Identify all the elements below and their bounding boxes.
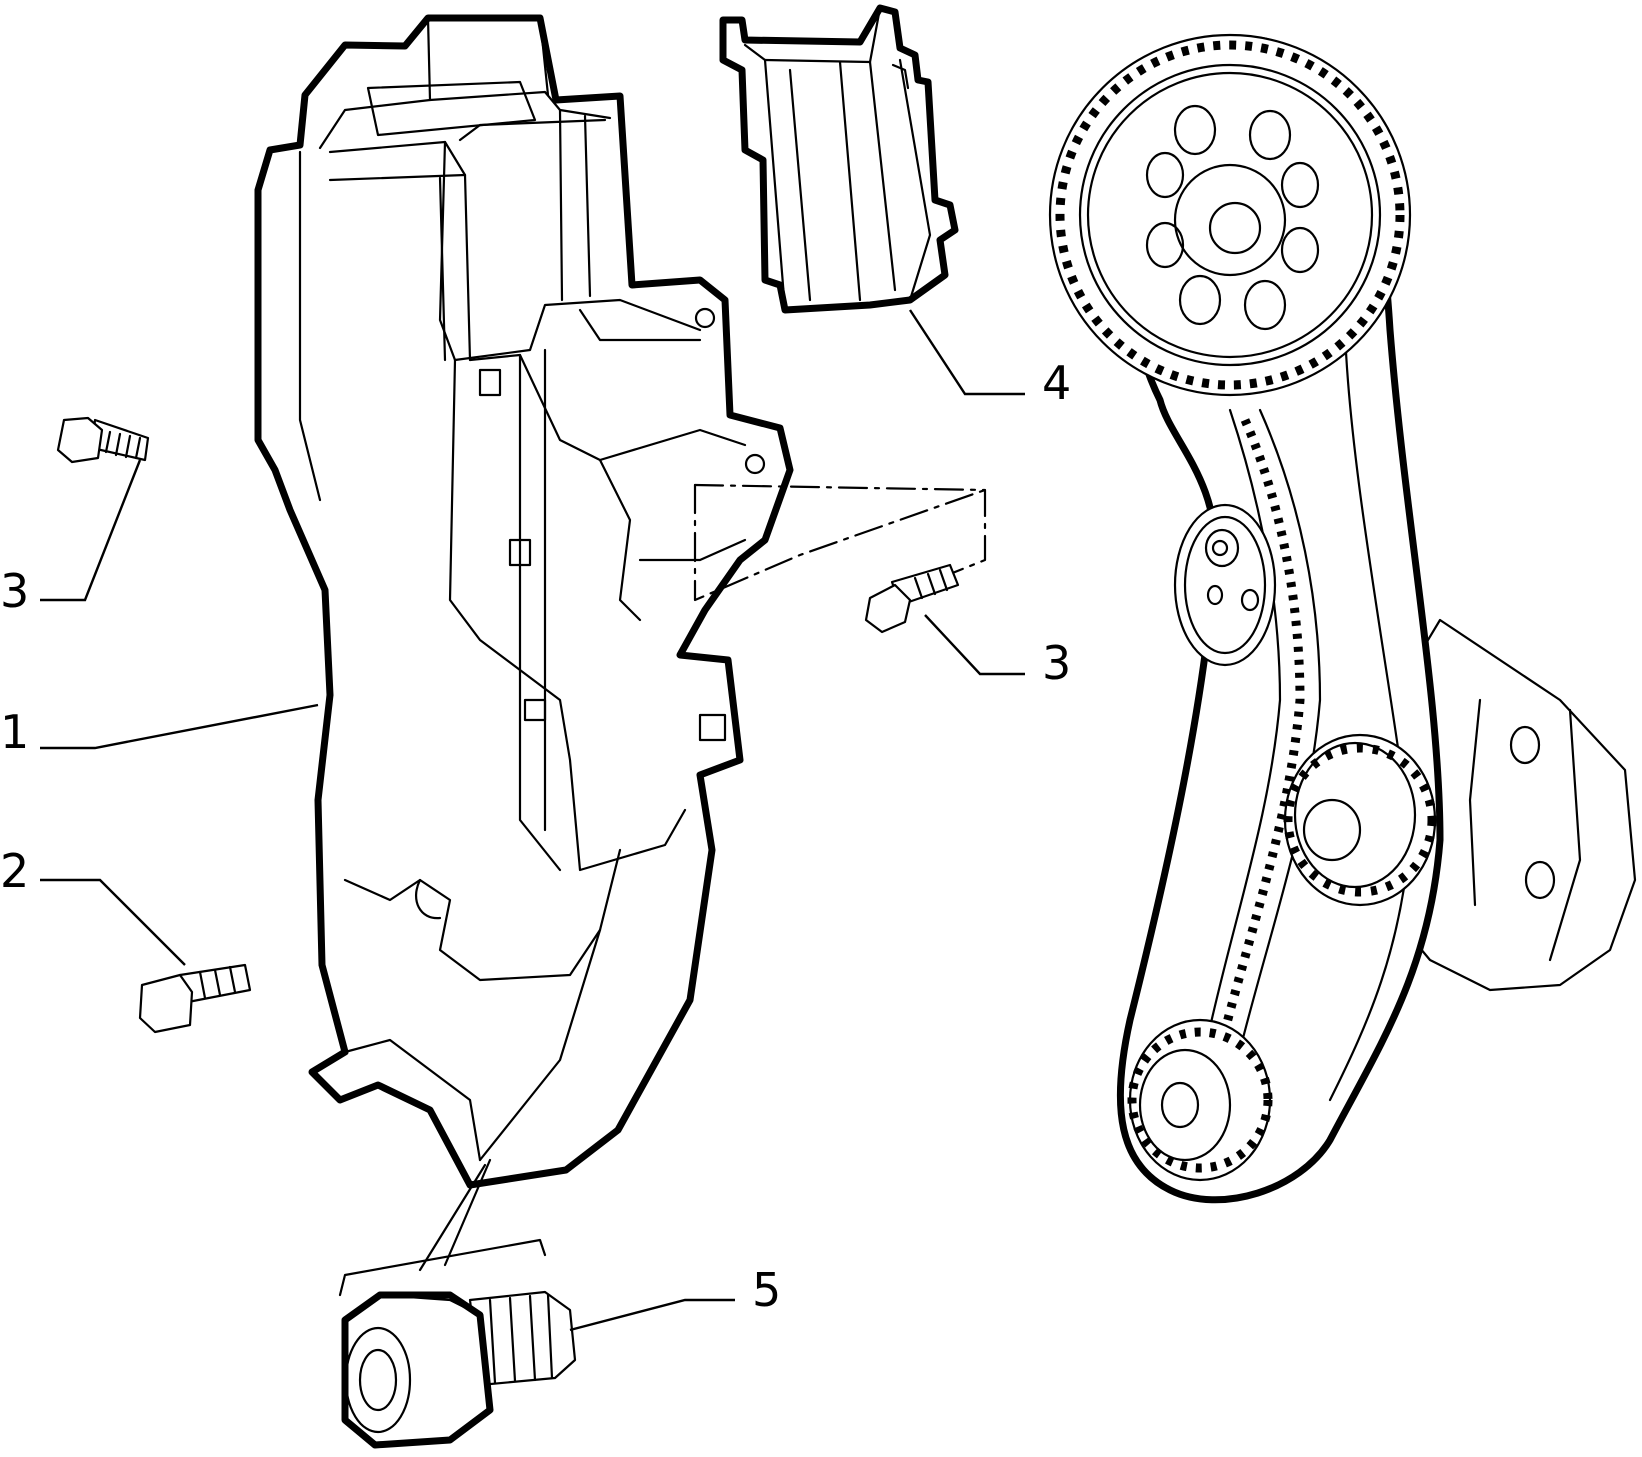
timing-belt-assembly [1048,33,1637,1204]
callout-3-right: 3 [1042,636,1071,690]
spacer-stud-5 [338,1158,577,1449]
timing-belt-cover [254,14,794,1189]
callout-2: 2 [0,844,29,898]
callout-4: 4 [1042,356,1071,410]
callout-5: 5 [752,1263,781,1317]
upper-cover-plate [719,4,959,314]
callout-1: 1 [0,705,29,759]
bolt-3-right [864,563,960,634]
bolt-3-left [56,416,150,464]
callout-3-left: 3 [0,564,29,618]
alignment-lines [693,483,987,602]
screw-2 [138,963,252,1034]
leader-lines [40,309,1025,1332]
